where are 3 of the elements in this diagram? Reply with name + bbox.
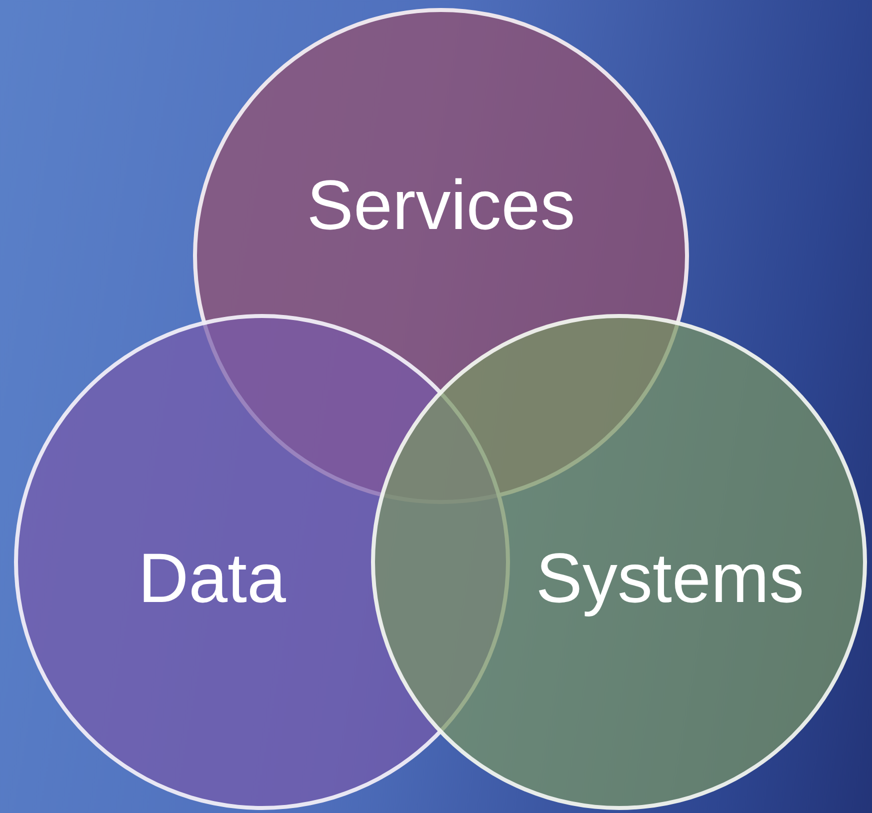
circle-label: Data <box>138 538 286 618</box>
circle-label: Systems <box>536 538 804 618</box>
circle-label: Services <box>306 165 576 245</box>
